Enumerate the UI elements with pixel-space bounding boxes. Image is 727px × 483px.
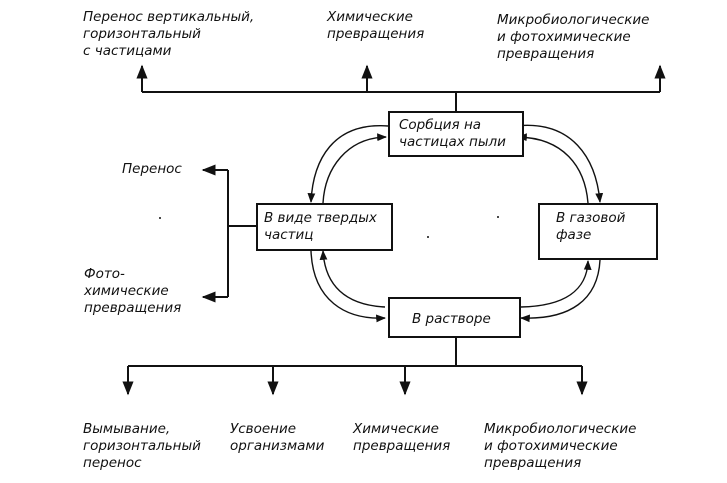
label-bottom-uptake: Усвоение организмами bbox=[230, 421, 325, 454]
speck-dot bbox=[427, 236, 429, 238]
label-left-photochemical: Фото- химические превращения bbox=[84, 266, 182, 316]
arrow-solid-to-solution bbox=[310, 250, 386, 323]
arrow-solution-to-solid bbox=[319, 250, 386, 308]
arrow-solution-to-gas bbox=[520, 260, 592, 308]
speck-dot bbox=[159, 217, 161, 219]
box-sorption: Сорбция на частицах пыли bbox=[388, 111, 524, 157]
arrow-gas-to-sorption bbox=[517, 133, 589, 204]
box-sorption-text: Сорбция на частицах пыли bbox=[399, 117, 506, 150]
label-top-microbio: Микробиологические и фотохимические прев… bbox=[497, 12, 650, 62]
label-top-chemical: Химические превращения bbox=[327, 9, 425, 42]
label-left-transfer: Перенос bbox=[122, 161, 182, 177]
arrow-solid-to-sorption bbox=[322, 133, 387, 204]
box-solid-text: В виде твердых частиц bbox=[264, 210, 377, 243]
box-solution-text: В растворе bbox=[412, 311, 491, 327]
arrow-sorption-to-solid bbox=[307, 125, 389, 203]
label-bottom-chemical: Химические превращения bbox=[353, 421, 451, 454]
box-gas-phase: В газовой фазе bbox=[538, 203, 658, 260]
box-solution: В растворе bbox=[388, 297, 521, 338]
box-solid-particles: В виде твердых частиц bbox=[256, 203, 393, 251]
speck-dot bbox=[497, 216, 499, 218]
label-bottom-leaching: Вымывание, горизонтальный перенос bbox=[83, 421, 201, 471]
arrow-sorption-to-gas bbox=[515, 124, 604, 203]
label-bottom-microbio: Микробиологические и фотохимические прев… bbox=[484, 421, 637, 471]
label-top-transfer: Перенос вертикальный, горизонтальный с ч… bbox=[83, 9, 255, 59]
arrow-gas-to-solution bbox=[520, 259, 601, 323]
box-gas-text: В газовой фазе bbox=[556, 210, 626, 243]
